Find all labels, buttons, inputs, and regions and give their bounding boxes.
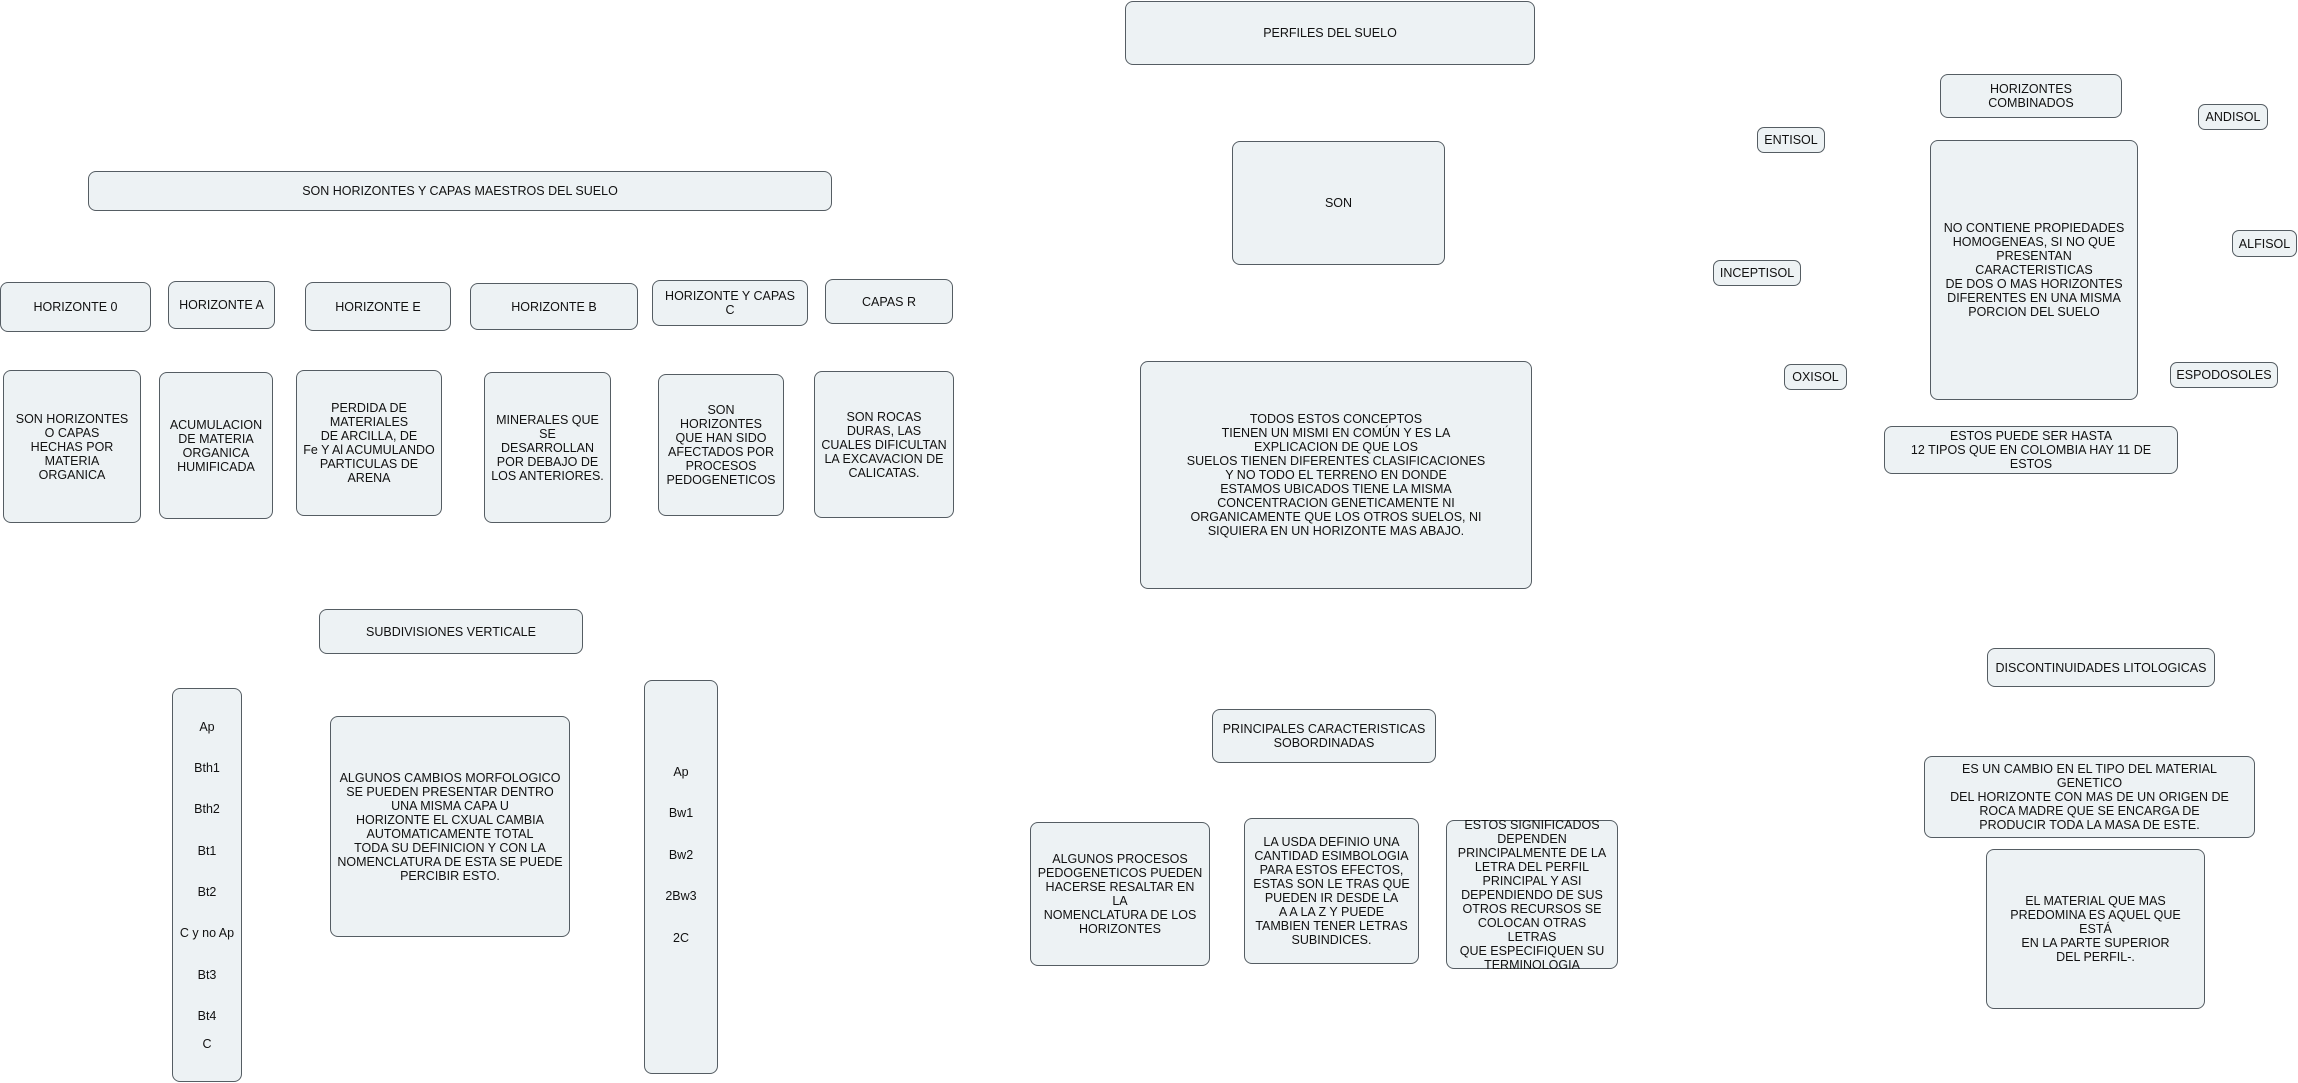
node-no-contiene[interactable]: NO CONTIENE PROPIEDADES HOMOGENEAS, SI N… xyxy=(1930,140,2138,400)
stack-right-item: Ap xyxy=(673,765,689,779)
node-horizonte-y-capas-c[interactable]: HORIZONTE Y CAPAS C xyxy=(652,280,808,326)
stack-left-item: Bth1 xyxy=(194,761,220,775)
node-discontinuidades[interactable]: DISCONTINUIDADES LITOLOGICAS xyxy=(1987,648,2215,687)
node-desc-horizonte-0[interactable]: SON HORIZONTES O CAPAS HECHAS POR MATERI… xyxy=(3,370,141,523)
node-estos-puede-ser[interactable]: ESTOS PUEDE SER HASTA 12 TIPOS QUE EN CO… xyxy=(1884,426,2178,474)
node-horizontes-capas-maestros[interactable]: SON HORIZONTES Y CAPAS MAESTROS DEL SUEL… xyxy=(88,171,832,211)
node-stack-left[interactable]: Ap Bth1 Bth2 Bt1 Bt2 C y no Ap Bt3 Bt4 C xyxy=(172,688,242,1082)
node-es-un-cambio[interactable]: ES UN CAMBIO EN EL TIPO DEL MATERIAL GEN… xyxy=(1924,756,2255,838)
stack-right-item: Bw2 xyxy=(668,848,694,862)
stack-left-item: Bt2 xyxy=(197,885,217,899)
node-entisol[interactable]: ENTISOL xyxy=(1757,127,1825,153)
stack-left-item: Ap xyxy=(199,720,215,734)
node-horizonte-b[interactable]: HORIZONTE B xyxy=(470,283,638,330)
stack-right-item: 2C xyxy=(673,931,689,945)
node-horizonte-a[interactable]: HORIZONTE A xyxy=(168,281,275,329)
node-la-usda[interactable]: LA USDA DEFINIO UNA CANTIDAD ESIMBOLOGIA… xyxy=(1244,818,1419,964)
node-desc-horizonte-a[interactable]: ACUMULACION DE MATERIA ORGANICA HUMIFICA… xyxy=(159,372,273,519)
node-desc-capas-r[interactable]: SON ROCAS DURAS, LAS CUALES DIFICULTAN L… xyxy=(814,371,954,518)
stack-left-item: C y no Ap xyxy=(179,926,235,940)
node-algunos-procesos[interactable]: ALGUNOS PROCESOS PEDOGENETICOS PUEDEN HA… xyxy=(1030,822,1210,966)
node-horizonte-0[interactable]: HORIZONTE 0 xyxy=(0,282,151,332)
node-el-material[interactable]: EL MATERIAL QUE MAS PREDOMINA ES AQUEL Q… xyxy=(1986,849,2205,1009)
node-subdivisiones[interactable]: SUBDIVISIONES VERTICALE xyxy=(319,609,583,654)
node-desc-horizonte-e[interactable]: PERDIDA DE MATERIALES DE ARCILLA, DE Fe … xyxy=(296,370,442,516)
node-andisol[interactable]: ANDISOL xyxy=(2198,104,2268,130)
node-horizontes-combinados[interactable]: HORIZONTES COMBINADOS xyxy=(1940,74,2122,118)
stack-right-item: 2Bw3 xyxy=(665,889,697,903)
stack-left-item: Bt3 xyxy=(197,968,217,982)
node-alfisol[interactable]: ALFISOL xyxy=(2232,230,2297,257)
stack-left-item: Bth2 xyxy=(194,802,220,816)
stack-right-item: Bw1 xyxy=(668,806,694,820)
node-inceptisol[interactable]: INCEPTISOL xyxy=(1713,260,1801,286)
node-principales-caracteristicas[interactable]: PRINCIPALES CARACTERISTICAS SOBORDINADAS xyxy=(1212,709,1436,763)
node-desc-horizonte-c[interactable]: SON HORIZONTES QUE HAN SIDO AFECTADOS PO… xyxy=(658,374,784,516)
node-algunos-cambios[interactable]: ALGUNOS CAMBIOS MORFOLOGICO SE PUEDEN PR… xyxy=(330,716,570,937)
node-oxisol[interactable]: OXISOL xyxy=(1784,364,1847,390)
stack-left-item: Bt1 xyxy=(197,844,217,858)
node-desc-horizonte-b[interactable]: MINERALES QUE SE DESARROLLAN POR DEBAJO … xyxy=(484,372,611,523)
node-estos-significados[interactable]: ESTOS SIGNIFICADOS DEPENDEN PRINCIPALMEN… xyxy=(1446,818,1618,972)
node-todos-estos-conceptos[interactable]: TODOS ESTOS CONCEPTOS TIENEN UN MISMI EN… xyxy=(1140,361,1532,589)
node-perfiles-del-suelo[interactable]: PERFILES DEL SUELO xyxy=(1125,1,1535,65)
stack-left-item: Bt4 xyxy=(197,1009,217,1023)
node-stack-right[interactable]: Ap Bw1 Bw2 2Bw3 2C xyxy=(644,680,718,1074)
stack-left-item: C xyxy=(202,1037,212,1051)
node-son[interactable]: SON xyxy=(1232,141,1445,265)
node-espodosoles[interactable]: ESPODOSOLES xyxy=(2170,362,2278,388)
node-capas-r[interactable]: CAPAS R xyxy=(825,279,953,324)
node-horizonte-e[interactable]: HORIZONTE E xyxy=(305,282,451,331)
